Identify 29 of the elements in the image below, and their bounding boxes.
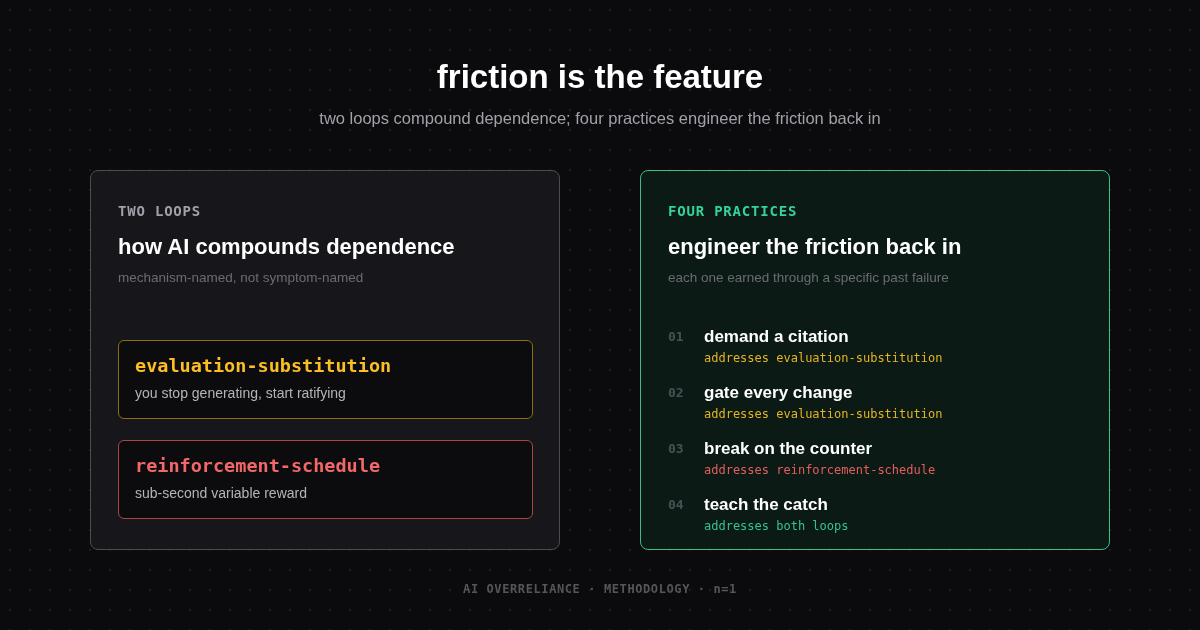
practice-number: 01 [668,328,684,346]
panel-card [90,170,560,550]
page-subtitle: two loops compound dependence; four practices engineer the friction back in [319,108,881,129]
footer-caption: AI OVERRELIANCE · METHODOLOGY · n=1 [463,581,737,597]
panel-eyebrow: FOUR PRACTICES [668,202,798,221]
panel-heading: engineer the friction back in [668,233,962,261]
panel-subtitle: each one earned through a specific past failure [668,269,949,287]
practice-target: addresses evaluation-substitution [704,406,943,422]
practice-target: addresses both loops [704,518,849,534]
practice-title: break on the counter [704,438,873,460]
page-title: friction is the feature [436,57,764,97]
practice-title: demand a citation [704,326,849,348]
practice-target: addresses reinforcement-schedule [704,462,936,478]
panel-card [640,170,1110,550]
loop-description: sub-second variable reward [135,484,307,503]
practice-title: teach the catch [704,494,828,516]
panel-eyebrow: TWO LOOPS [118,202,202,221]
practice-number: 02 [668,384,684,402]
loop-card [118,440,533,519]
loop-name: evaluation-substitution [135,354,392,378]
practice-number: 03 [668,440,684,458]
practice-number: 04 [668,496,684,514]
panel-heading: how AI compounds dependence [118,233,455,261]
panel-subtitle: mechanism-named, not symptom-named [118,269,364,287]
loop-name: reinforcement-schedule [135,454,381,478]
loop-card [118,340,533,419]
practice-target: addresses evaluation-substitution [704,350,943,366]
loop-description: you stop generating, start ratifying [135,384,346,403]
practice-title: gate every change [704,382,853,404]
